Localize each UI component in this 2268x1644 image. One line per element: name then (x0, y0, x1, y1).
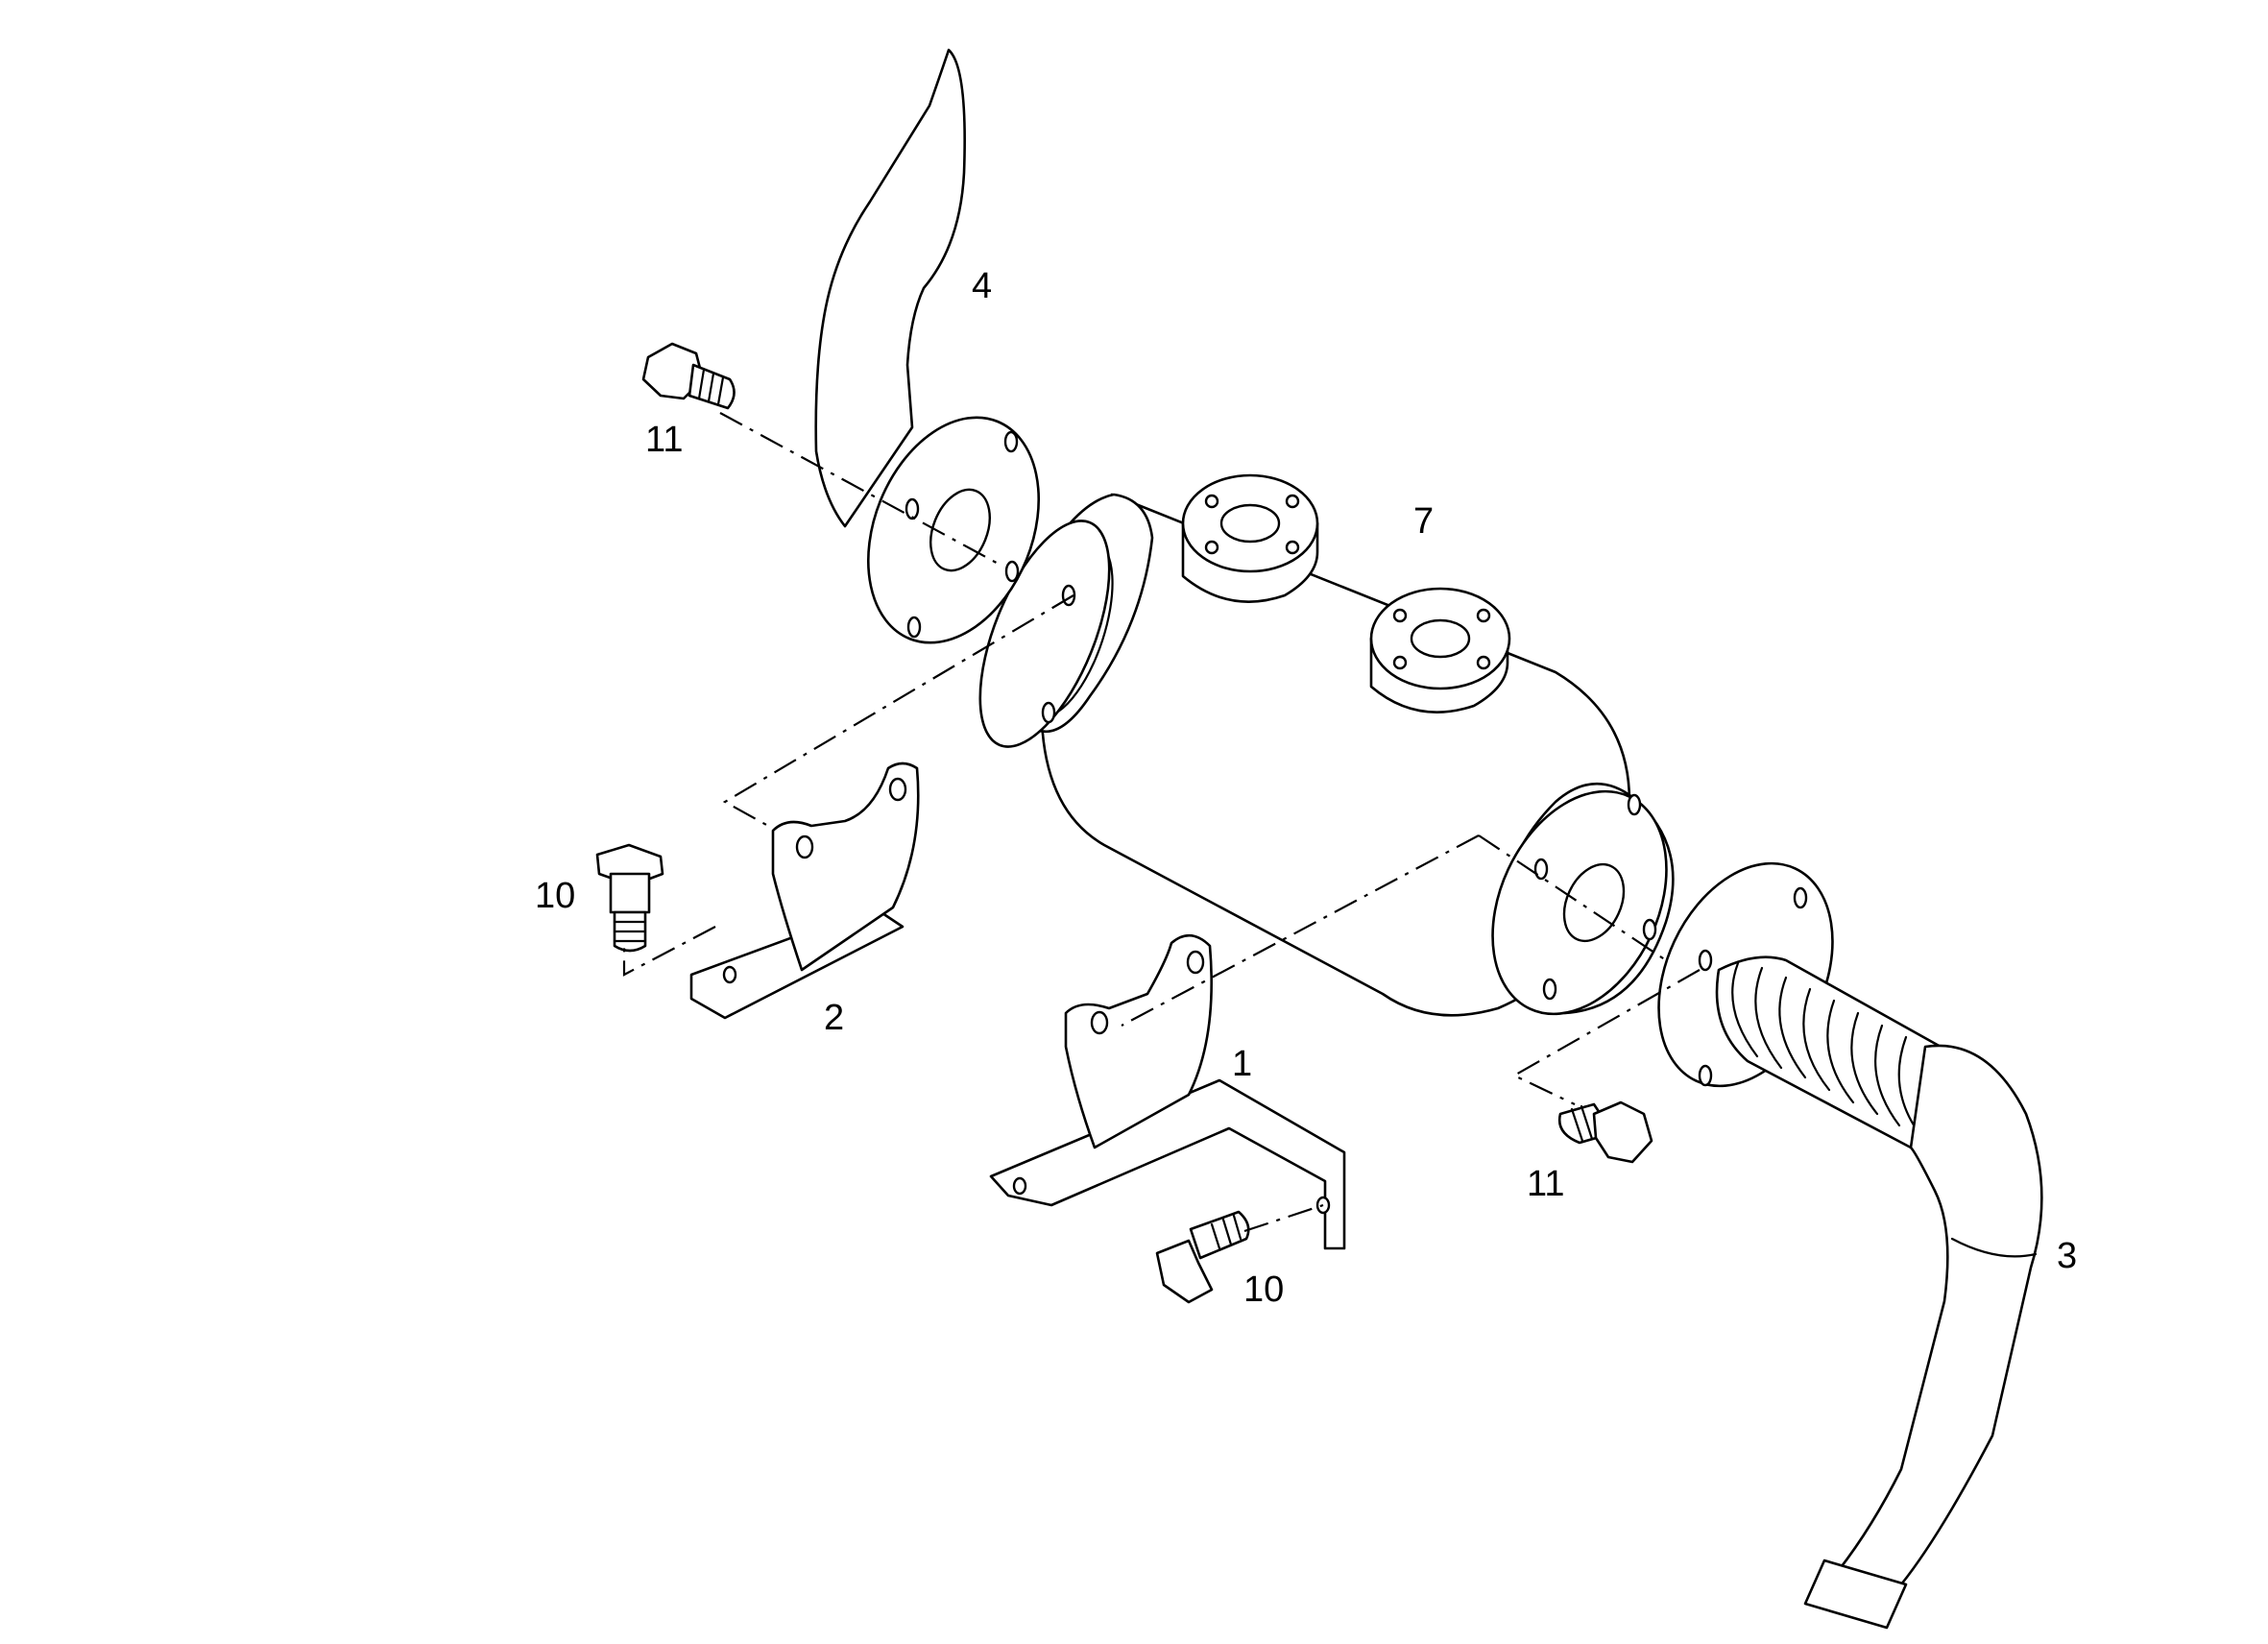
bracket-front (989, 933, 1346, 1250)
callout-3: 3 (2057, 1236, 2077, 1276)
silencer (978, 473, 1675, 1017)
bolt-10-left (595, 843, 664, 953)
pipe-4-flange (866, 416, 1041, 644)
alignment-lines (622, 412, 1701, 1233)
callout-7: 7 (1413, 501, 1434, 542)
bolt-11-right (1557, 1100, 1653, 1164)
callout-4: 4 (972, 266, 992, 306)
callout-11-top: 11 (645, 420, 683, 460)
bolt-10-bottom (1155, 1210, 1250, 1304)
flexible-hose (1657, 861, 2043, 1630)
bolt-11-top (641, 342, 736, 410)
exhaust-pipe (814, 48, 966, 528)
callout-labels: 4 11 7 10 2 1 11 10 3 (535, 266, 2077, 1310)
callout-2: 2 (824, 998, 844, 1038)
callout-11-right: 11 (1527, 1164, 1564, 1204)
callout-10-left: 10 (535, 876, 575, 916)
callout-10-bottom: 10 (1243, 1269, 1284, 1310)
bracket-rear (689, 762, 920, 1020)
callout-1: 1 (1232, 1044, 1252, 1084)
